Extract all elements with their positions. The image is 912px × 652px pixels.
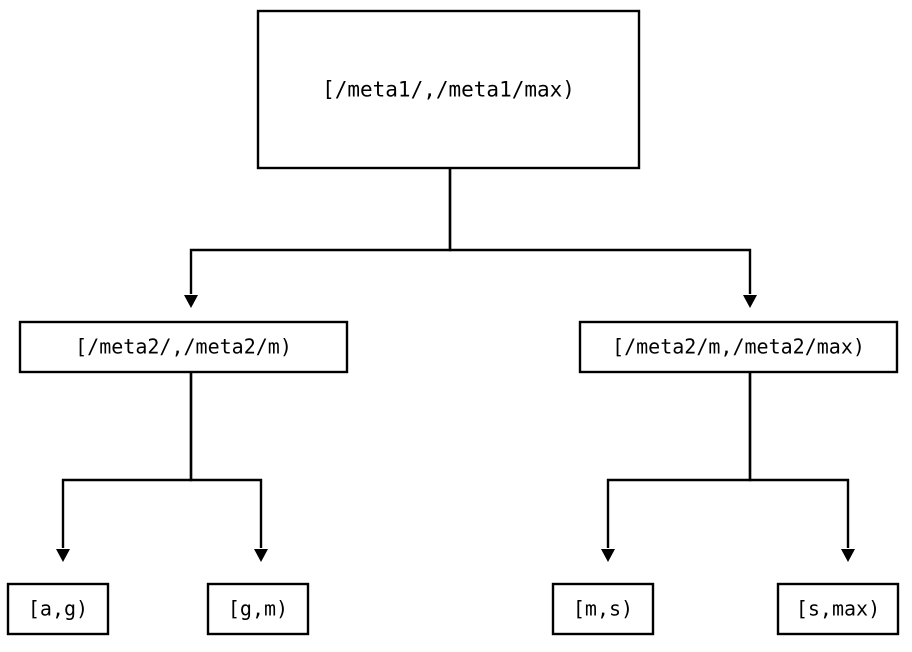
edges-layer <box>56 168 855 562</box>
arrowhead-icon <box>184 295 198 308</box>
node-label-leaf-s-max: [s,max) <box>796 597 880 621</box>
arrowhead-icon <box>743 295 757 308</box>
edge-connector-line <box>61 372 193 548</box>
node-label-mid-left: [/meta2/,/meta2/m) <box>75 335 292 359</box>
edge-mid-right-to-leaf-s-max <box>748 372 855 562</box>
edge-connector-line <box>748 372 850 548</box>
arrowhead-icon <box>601 549 615 562</box>
edge-mid-left-to-leaf-g-m <box>189 372 268 562</box>
edge-connector-line <box>606 372 752 548</box>
edge-mid-left-to-leaf-a-g <box>56 372 193 562</box>
node-box-mid-right[interactable] <box>578 320 899 374</box>
arrowhead-icon <box>254 549 268 562</box>
node-label-leaf-g-m: [g,m) <box>228 597 288 621</box>
arrowhead-icon <box>56 549 70 562</box>
node-label-leaf-m-s: [m,s) <box>573 597 633 621</box>
edge-connector-line <box>189 372 263 548</box>
node-box-root[interactable] <box>256 9 641 170</box>
tree-node-root[interactable]: [/meta1/,/meta1/max) <box>256 9 641 170</box>
node-label-leaf-a-g: [a,g) <box>28 597 88 621</box>
tree-node-mid-left[interactable]: [/meta2/,/meta2/m) <box>18 320 349 374</box>
tree-node-leaf-s-max[interactable]: [s,max) <box>776 582 900 636</box>
edge-connector-line <box>189 168 452 294</box>
edge-mid-right-to-leaf-m-s <box>601 372 752 562</box>
node-box-leaf-g-m[interactable] <box>206 582 310 636</box>
edge-connector-line <box>448 168 752 294</box>
tree-node-leaf-a-g[interactable]: [a,g) <box>6 582 110 636</box>
arrowhead-icon <box>841 549 855 562</box>
node-box-leaf-a-g[interactable] <box>6 582 110 636</box>
tree-node-leaf-m-s[interactable]: [m,s) <box>551 582 655 636</box>
edge-root-to-mid-left <box>184 168 452 308</box>
node-box-leaf-m-s[interactable] <box>551 582 655 636</box>
edge-root-to-mid-right <box>448 168 757 308</box>
tree-node-mid-right[interactable]: [/meta2/m,/meta2/max) <box>578 320 899 374</box>
node-label-root: [/meta1/,/meta1/max) <box>322 78 575 102</box>
node-box-leaf-s-max[interactable] <box>776 582 900 636</box>
tree-node-leaf-g-m[interactable]: [g,m) <box>206 582 310 636</box>
nodes-layer: [/meta1/,/meta1/max) [/meta2/,/meta2/m) [/… <box>6 9 900 636</box>
node-box-mid-left[interactable] <box>18 320 349 374</box>
node-label-mid-right: [/meta2/m,/meta2/max) <box>612 335 865 359</box>
